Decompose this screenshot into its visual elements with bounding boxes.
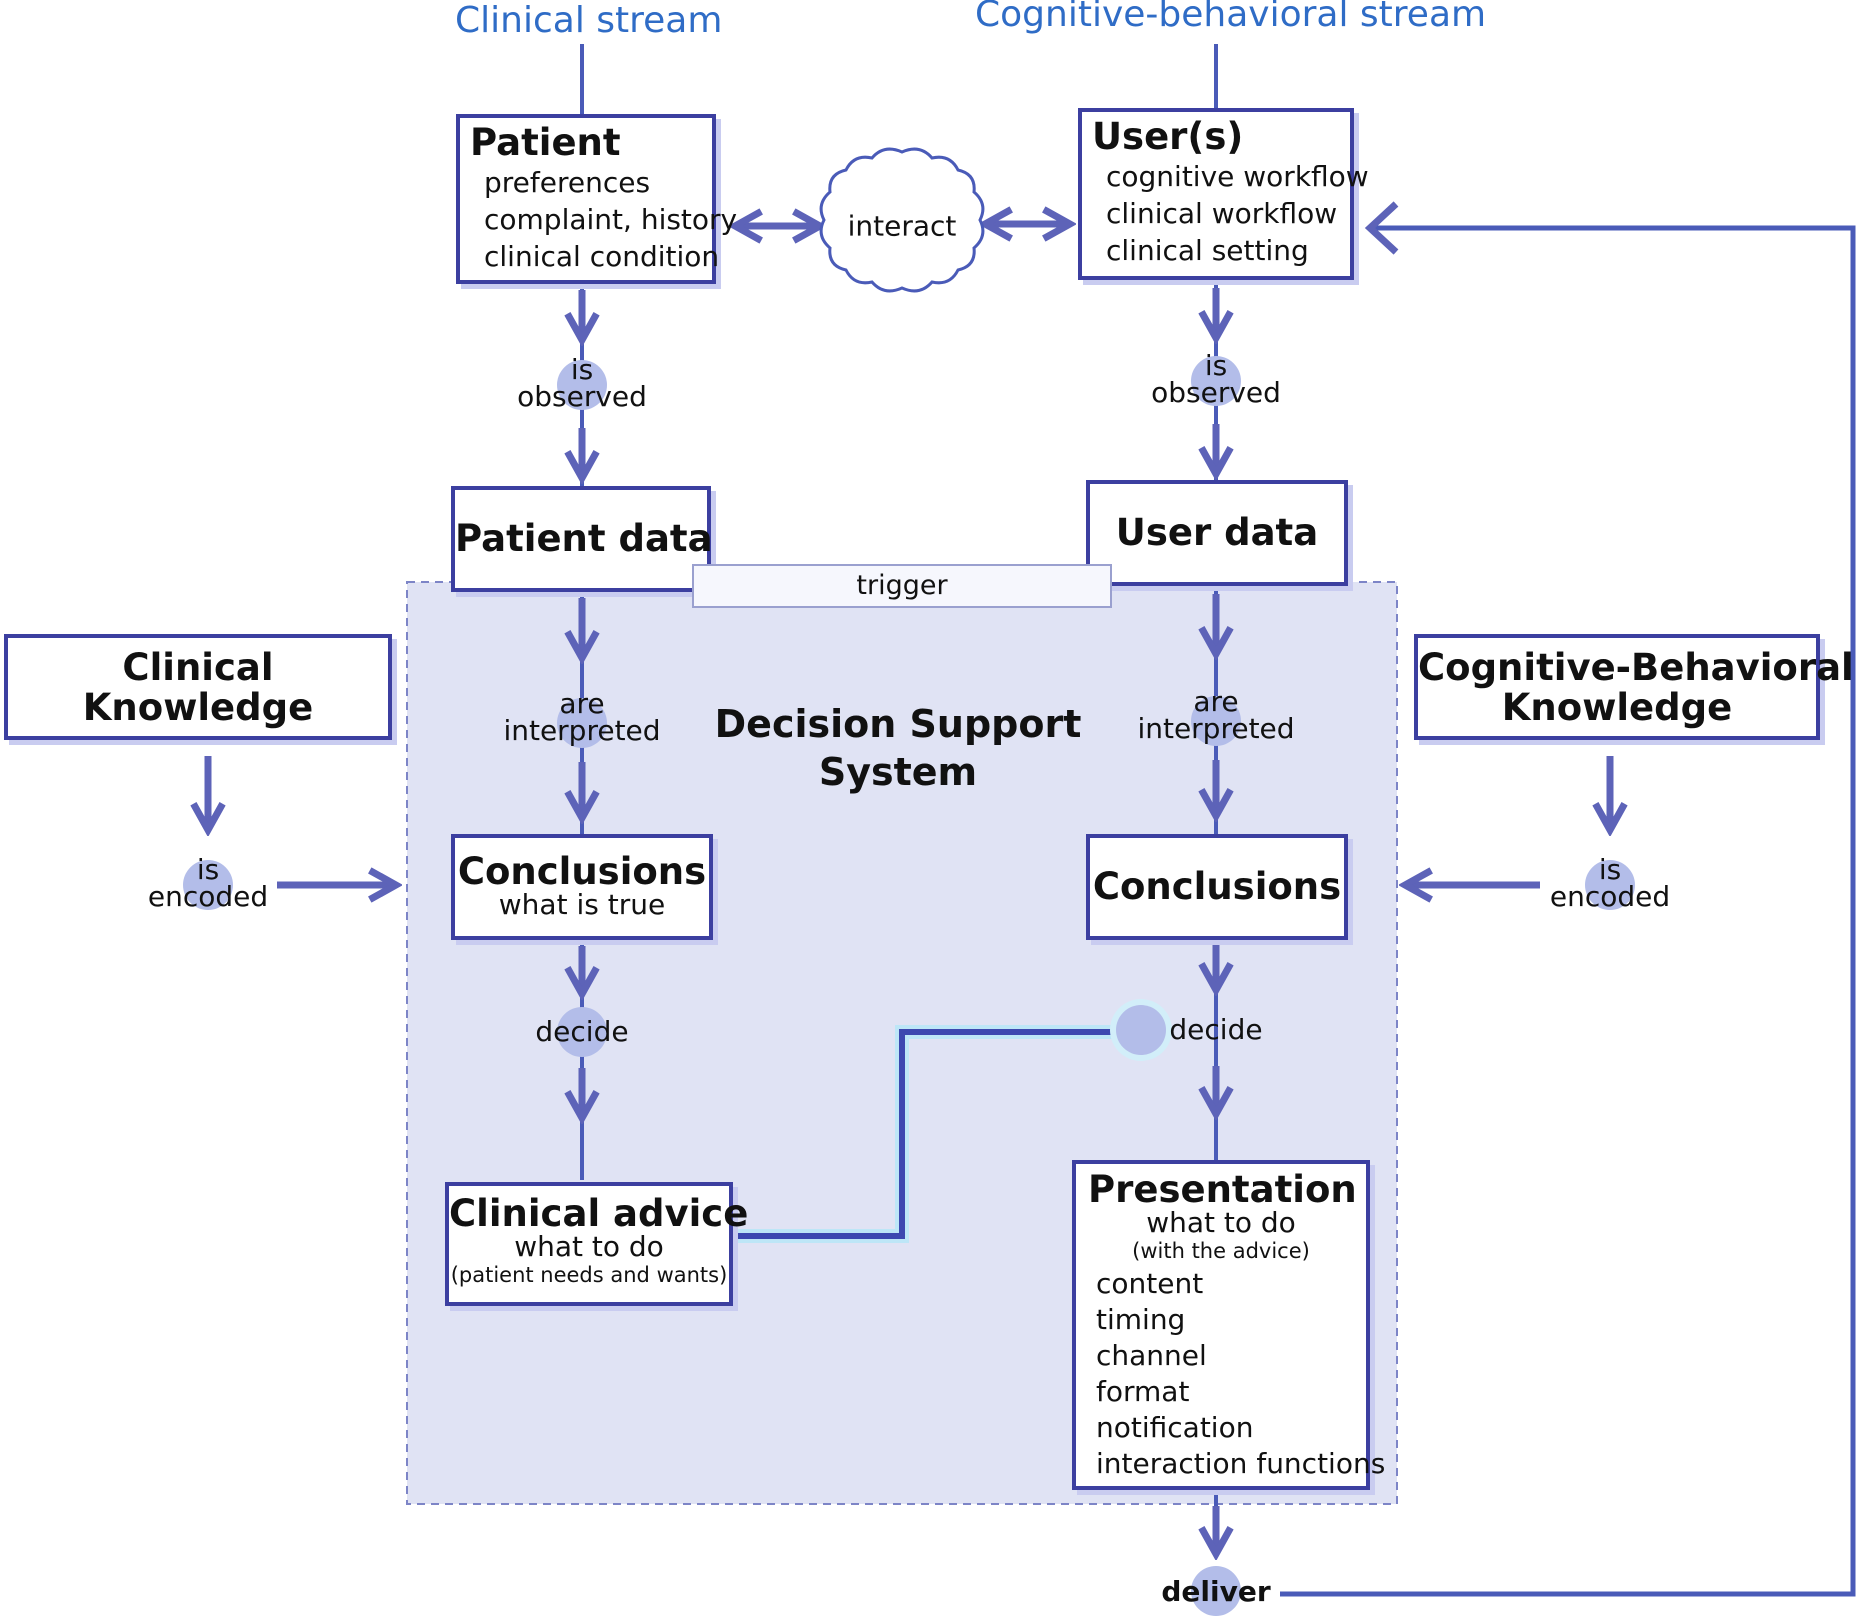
interact-label: interact (847, 209, 957, 243)
decide-node-cognitive (1116, 1005, 1166, 1055)
cognitive-stream-title: Cognitive-behavioral stream (975, 0, 1487, 35)
presentation-item-format: format (1096, 1375, 1190, 1408)
presentation-title: Presentation (1088, 1168, 1357, 1211)
trigger-bar: trigger (692, 564, 1112, 608)
presentation-subtitle: what to do (1146, 1206, 1296, 1239)
user-data-title: User data (1115, 511, 1319, 554)
decide-label-clinical: decide (535, 1015, 629, 1048)
interact-cloud (819, 147, 985, 293)
presentation-item-channel: channel (1096, 1339, 1207, 1372)
clinical-advice-title: Clinical advice (449, 1192, 749, 1235)
cognitive-behavioral-knowledge-box: Cognitive-Behavioral Knowledge (1414, 634, 1854, 740)
patient-box: Patient preferences complaint, history c… (456, 114, 738, 284)
conclusions-left-subtitle: what is true (498, 888, 666, 921)
conclusions-right-box: Conclusions (1086, 834, 1348, 940)
presentation-item-timing: timing (1096, 1303, 1186, 1336)
presentation-box: Presentation what to do (with the advice… (1072, 1160, 1386, 1490)
clinical-stream-title: Clinical stream (455, 0, 723, 41)
interpreted-node-clinical (557, 698, 607, 748)
presentation-item-content: content (1096, 1267, 1204, 1300)
observed-node-clinical (557, 360, 607, 410)
decide-node-clinical (557, 1007, 607, 1057)
patient-line-complaint: complaint, history (484, 203, 738, 236)
decide-label-cognitive: decide (1169, 1013, 1263, 1046)
patient-data-title: Patient data (455, 517, 713, 560)
users-line-setting: clinical setting (1106, 234, 1309, 267)
advice-to-decide-connector (734, 1032, 1160, 1239)
clinical-knowledge-box: Clinical Knowledge (4, 634, 392, 740)
patient-line-preferences: preferences (484, 166, 651, 199)
interpreted-node-cognitive (1191, 696, 1241, 746)
observed-node-cognitive (1191, 356, 1241, 406)
presentation-item-notification: notification (1096, 1411, 1254, 1444)
clinical-advice-note: (patient needs and wants) (450, 1263, 728, 1287)
presentation-item-interaction: interaction functions (1096, 1447, 1386, 1480)
user-data-box: User data (1086, 480, 1348, 586)
users-box: User(s) cognitive workflow clinical work… (1078, 108, 1369, 280)
deliver-label: deliver (1161, 1575, 1271, 1608)
clinical-advice-subtitle: what to do (514, 1230, 664, 1263)
users-line-cognitive: cognitive workflow (1106, 160, 1369, 193)
encoded-node-clinical (183, 860, 233, 910)
users-line-clinical-workflow: clinical workflow (1106, 197, 1338, 230)
clinical-advice-box: Clinical advice what to do (patient need… (445, 1182, 749, 1306)
feedback-loop-connector (1280, 225, 1856, 1597)
presentation-note: (with the advice) (1132, 1239, 1310, 1263)
patient-line-condition: clinical condition (484, 240, 720, 273)
conclusions-left-box: Conclusions what is true (451, 834, 713, 940)
encoded-node-cognitive (1585, 860, 1635, 910)
conclusions-right-title: Conclusions (1092, 865, 1342, 908)
patient-data-box: Patient data (451, 486, 713, 592)
conclusions-left-title: Conclusions (457, 850, 707, 893)
users-title: User(s) (1092, 115, 1244, 158)
patient-title: Patient (470, 121, 621, 164)
deliver-node (1191, 1566, 1241, 1616)
